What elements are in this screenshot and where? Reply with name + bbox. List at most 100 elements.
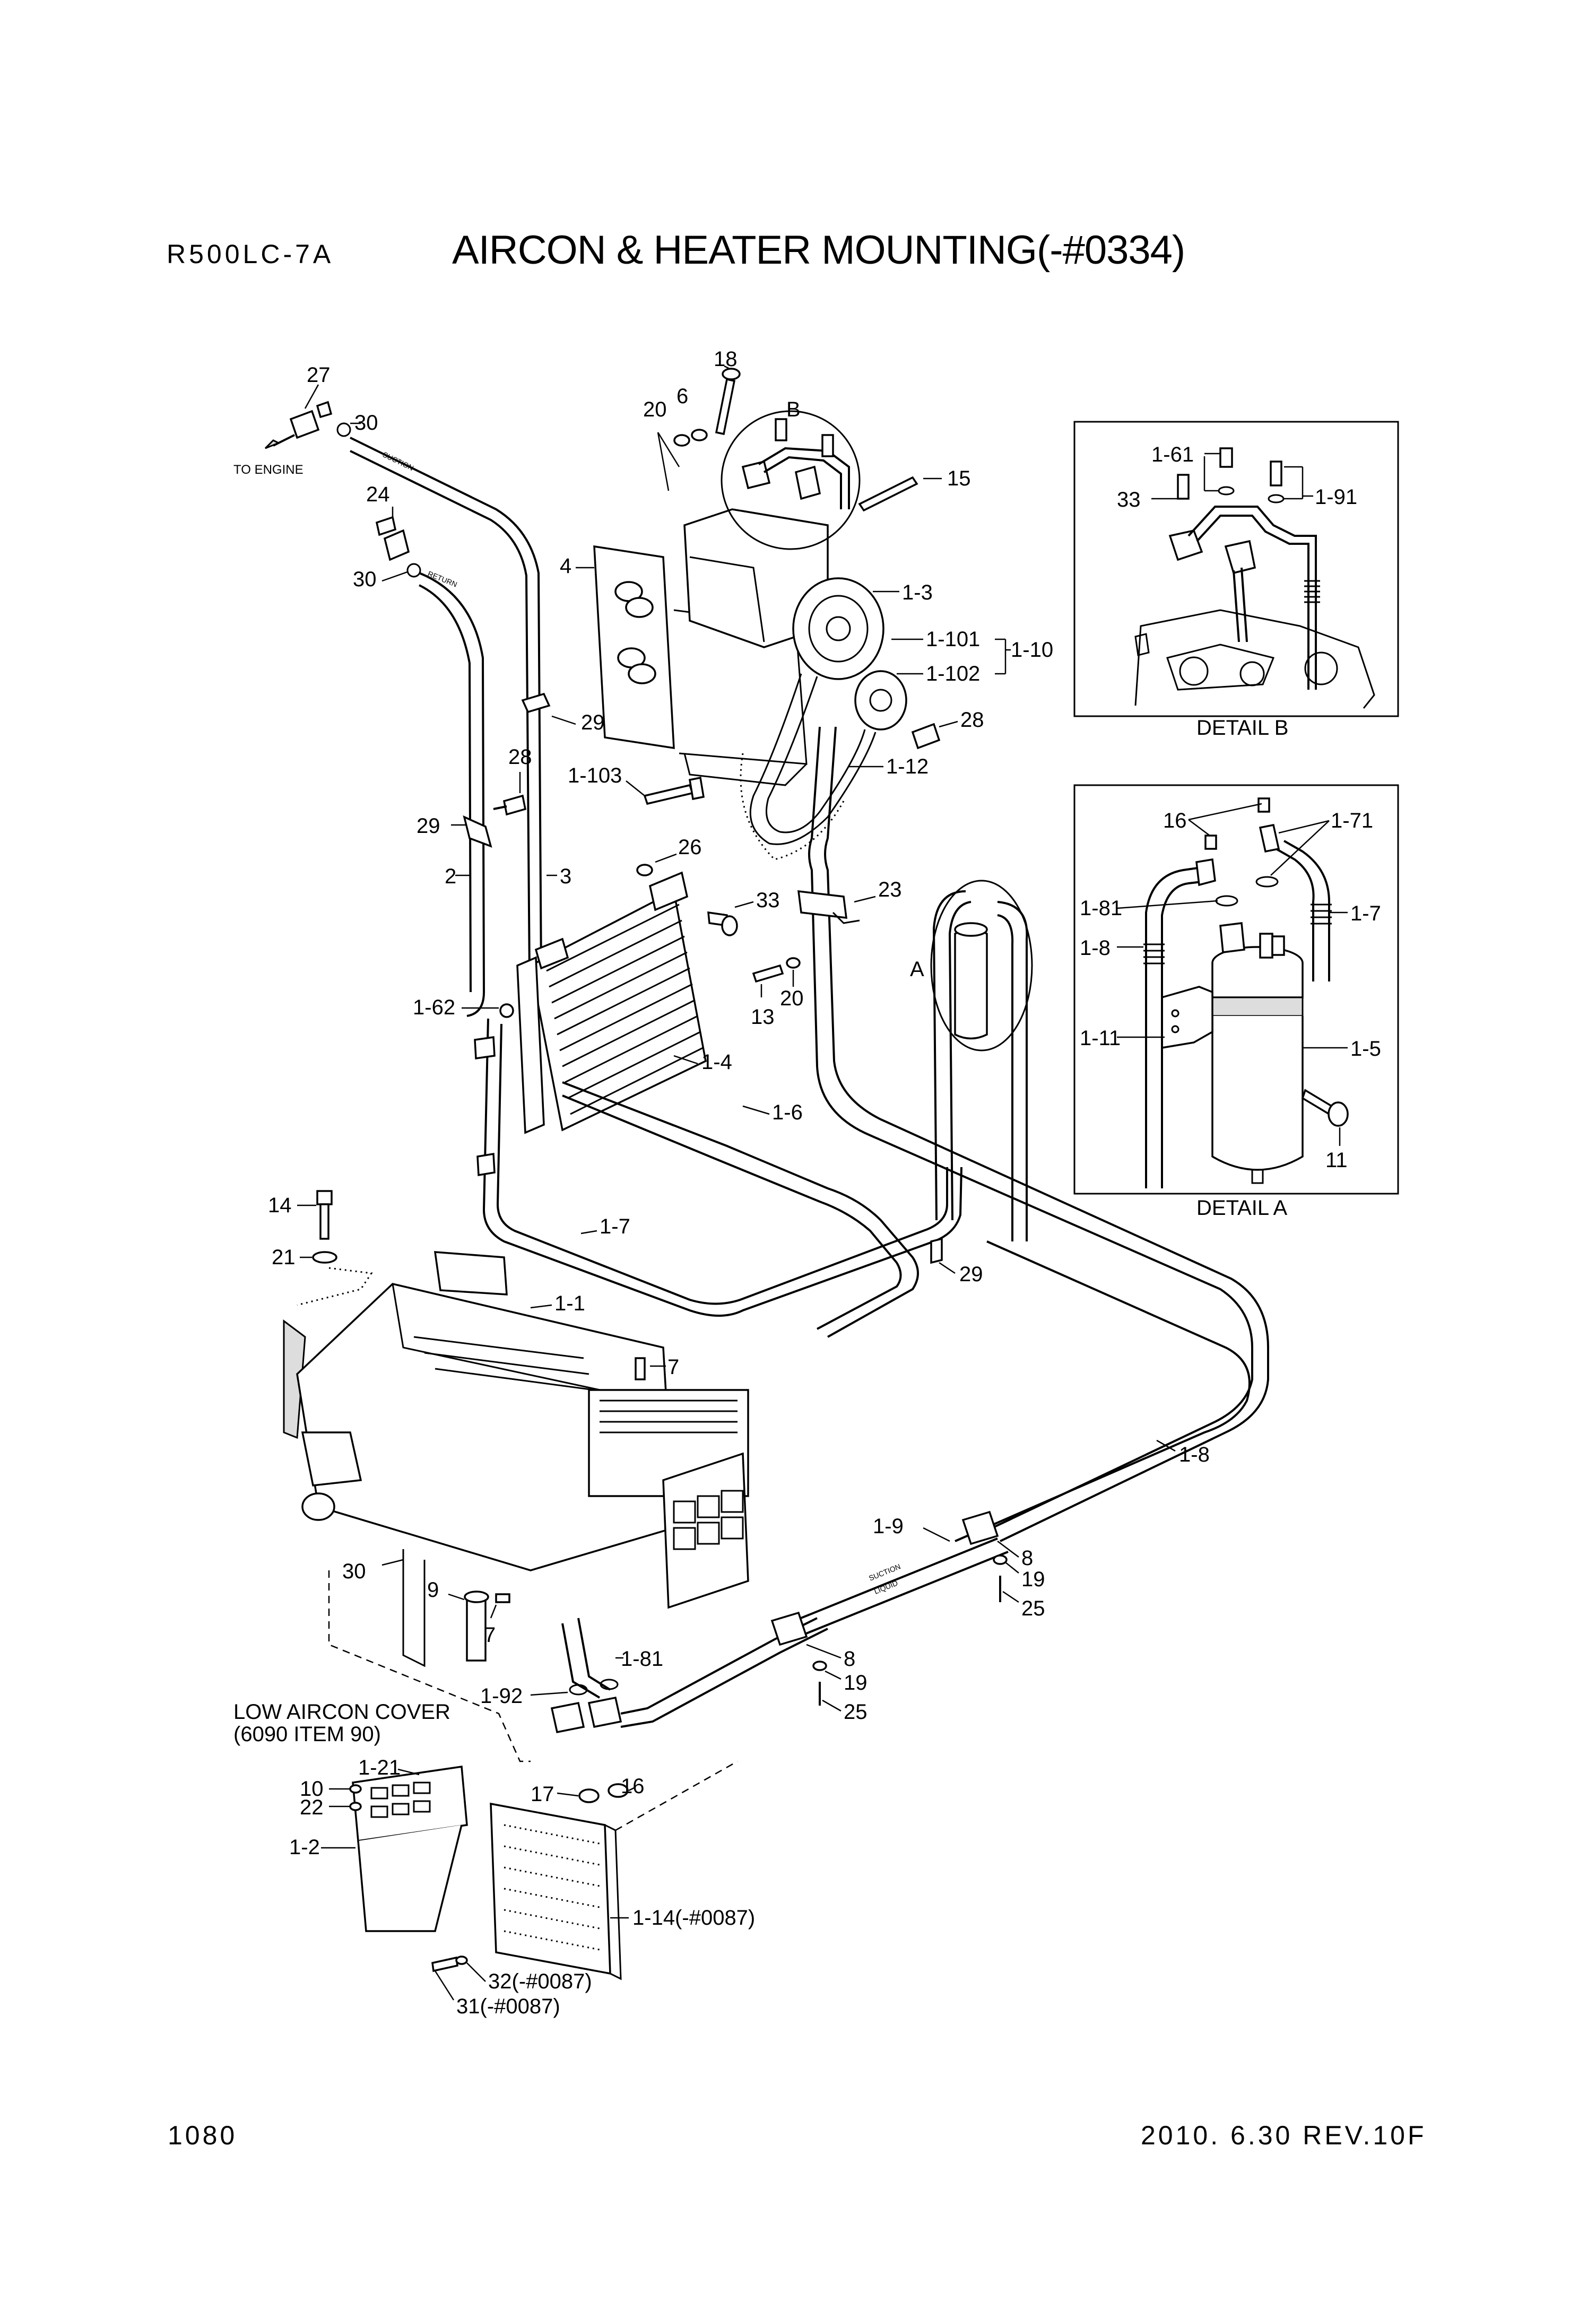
callout-11: 11 [1325,1149,1348,1172]
callout-13: 13 [751,1005,775,1029]
callout-6: 6 [676,385,688,408]
callout-1-21: 1-21 [358,1756,401,1779]
detail-b-panel: 1-61 33 1-91 DETAIL B [1073,421,1399,740]
callout-29-top: 29 [581,711,605,734]
callout-1-14: 1-14(-#0087) [632,1906,755,1930]
callout-19-right: 19 [1021,1568,1045,1591]
callout-1-71: 1-71 [1331,809,1373,832]
grille-cover: 1-14(-#0087) 32(-#0087) 31(-#0087) [431,1760,755,2018]
low-aircon-cover-label: LOW AIRCON COVER [233,1700,450,1724]
callout-20-mid: 20 [780,987,804,1010]
callout-25-mid: 25 [844,1700,868,1724]
bolt-14-washer-21: 14 21 [268,1190,373,1306]
callout-18: 18 [714,347,738,371]
callout-22: 22 [300,1796,324,1819]
callout-25-right: 25 [1021,1597,1045,1620]
page-title: AIRCON & HEATER MOUNTING(-#0334) [452,228,1185,273]
condenser: 26 33 13 20 1-62 1-4 [413,836,804,1134]
callout-29-right: 29 [959,1263,983,1286]
callout-28-left: 28 [508,745,532,769]
callout-21: 21 [272,1246,296,1269]
callout-1-2: 1-2 [289,1836,320,1859]
callout-1-1: 1-1 [554,1292,585,1315]
callout-1-101: 1-101 [926,628,980,651]
callout-1-6: 1-6 [772,1101,803,1124]
callout-1-5: 1-5 [1350,1037,1381,1061]
callout-1-92: 1-92 [480,1684,523,1708]
hose-bellows [1143,943,1165,964]
callout-33-main: 33 [756,889,780,912]
receiver-drier-main: A [910,880,1033,1241]
refrigerant-lines: 1-6 1-7 29 1-8 [474,1018,1251,1542]
callout-19-mid: 19 [844,1671,868,1694]
compressor: 15 18 20 6 B 1-3 1-101 1-10 1-102 [643,347,1053,861]
callout-10: 10 [300,1777,324,1801]
detail-b-caption: DETAIL B [1196,716,1288,740]
control-panel: 10 22 1-21 1-2 [289,1756,468,1932]
callout-1-10: 1-10 [1011,638,1053,662]
callout-7-top: 7 [667,1355,679,1379]
callout-15: 15 [947,467,971,490]
detail-b-marker: B [786,398,801,421]
to-engine-label: TO ENGINE [233,463,303,477]
callout-16: 16 [621,1775,645,1798]
callout-1-102: 1-102 [926,662,980,685]
callout-7-low: 7 [484,1623,496,1647]
callout-30-mid: 30 [353,568,377,591]
callout-2: 2 [445,865,456,888]
callout-1-81: 1-81 [621,1647,663,1671]
revision-date: 2010. 6.30 REV.10F [1141,2121,1427,2150]
callout-28-right: 28 [960,708,984,732]
callout-1-91: 1-91 [1315,485,1357,509]
detail-a-caption: DETAIL A [1196,1196,1287,1220]
compressor-hoses: 23 [797,726,1269,1542]
callout-1-7-detail: 1-7 [1350,902,1381,925]
callout-1-61: 1-61 [1151,443,1194,466]
hose-bellows [1311,903,1332,925]
callout-1-7: 1-7 [600,1215,630,1238]
callout-1-8: 1-8 [1179,1443,1210,1466]
callout-20-top: 20 [643,398,667,421]
low-aircon-cover-ref: (6090 ITEM 90) [233,1723,381,1746]
callout-14: 14 [268,1194,292,1217]
callout-23: 23 [878,878,902,901]
callout-8-mid: 8 [844,1647,855,1671]
callout-1-103: 1-103 [568,764,622,787]
callout-16-detail: 16 [1163,809,1187,832]
lines-1-9: SUCTION LIQUID 1-9 8 19 25 8 19 25 [770,1510,1045,1724]
callout-30-top: 30 [354,411,378,434]
callout-1-11: 1-11 [1080,1027,1121,1050]
callout-1-3: 1-3 [902,581,933,604]
callout-1-8-detail: 1-8 [1080,936,1111,960]
callout-32: 32(-#0087) [488,1970,592,1993]
bolt-28-left: 28 [493,745,532,816]
callout-24: 24 [366,483,390,506]
liquid-tag: LIQUID [873,1578,899,1595]
heater-evaporator-unit: 1-1 7 30 9 7 1-81 1-92 [233,1251,828,1806]
detail-a-panel: 16 1-71 1-81 1-7 1-8 1-11 1-5 11 DETAIL … [1073,784,1399,1220]
callout-30-left: 30 [342,1560,366,1583]
compressor-bracket: 4 29 1-103 [521,545,808,805]
callout-1-81-detail: 1-81 [1080,897,1122,920]
hose-bellows [1304,580,1320,603]
callout-1-62: 1-62 [413,996,455,1019]
callout-8-right: 8 [1021,1546,1033,1570]
callout-3: 3 [560,865,571,888]
detail-a-marker: A [910,958,924,981]
callout-29-left: 29 [417,814,440,838]
callout-33-detail: 33 [1117,488,1141,511]
model-label: R500LC-7A [167,239,334,269]
callout-4: 4 [560,554,571,578]
callout-31: 31(-#0087) [456,1995,560,2018]
callout-1-9: 1-9 [873,1515,904,1538]
callout-9: 9 [427,1578,439,1602]
engine-fittings: 27 30 TO ENGINE 24 30 [233,363,421,591]
callout-26: 26 [678,836,702,859]
callout-27: 27 [307,363,331,387]
callout-17: 17 [531,1783,554,1806]
callout-1-12: 1-12 [886,755,929,778]
callout-1-4: 1-4 [701,1050,732,1074]
page-number: 1080 [168,2121,238,2150]
